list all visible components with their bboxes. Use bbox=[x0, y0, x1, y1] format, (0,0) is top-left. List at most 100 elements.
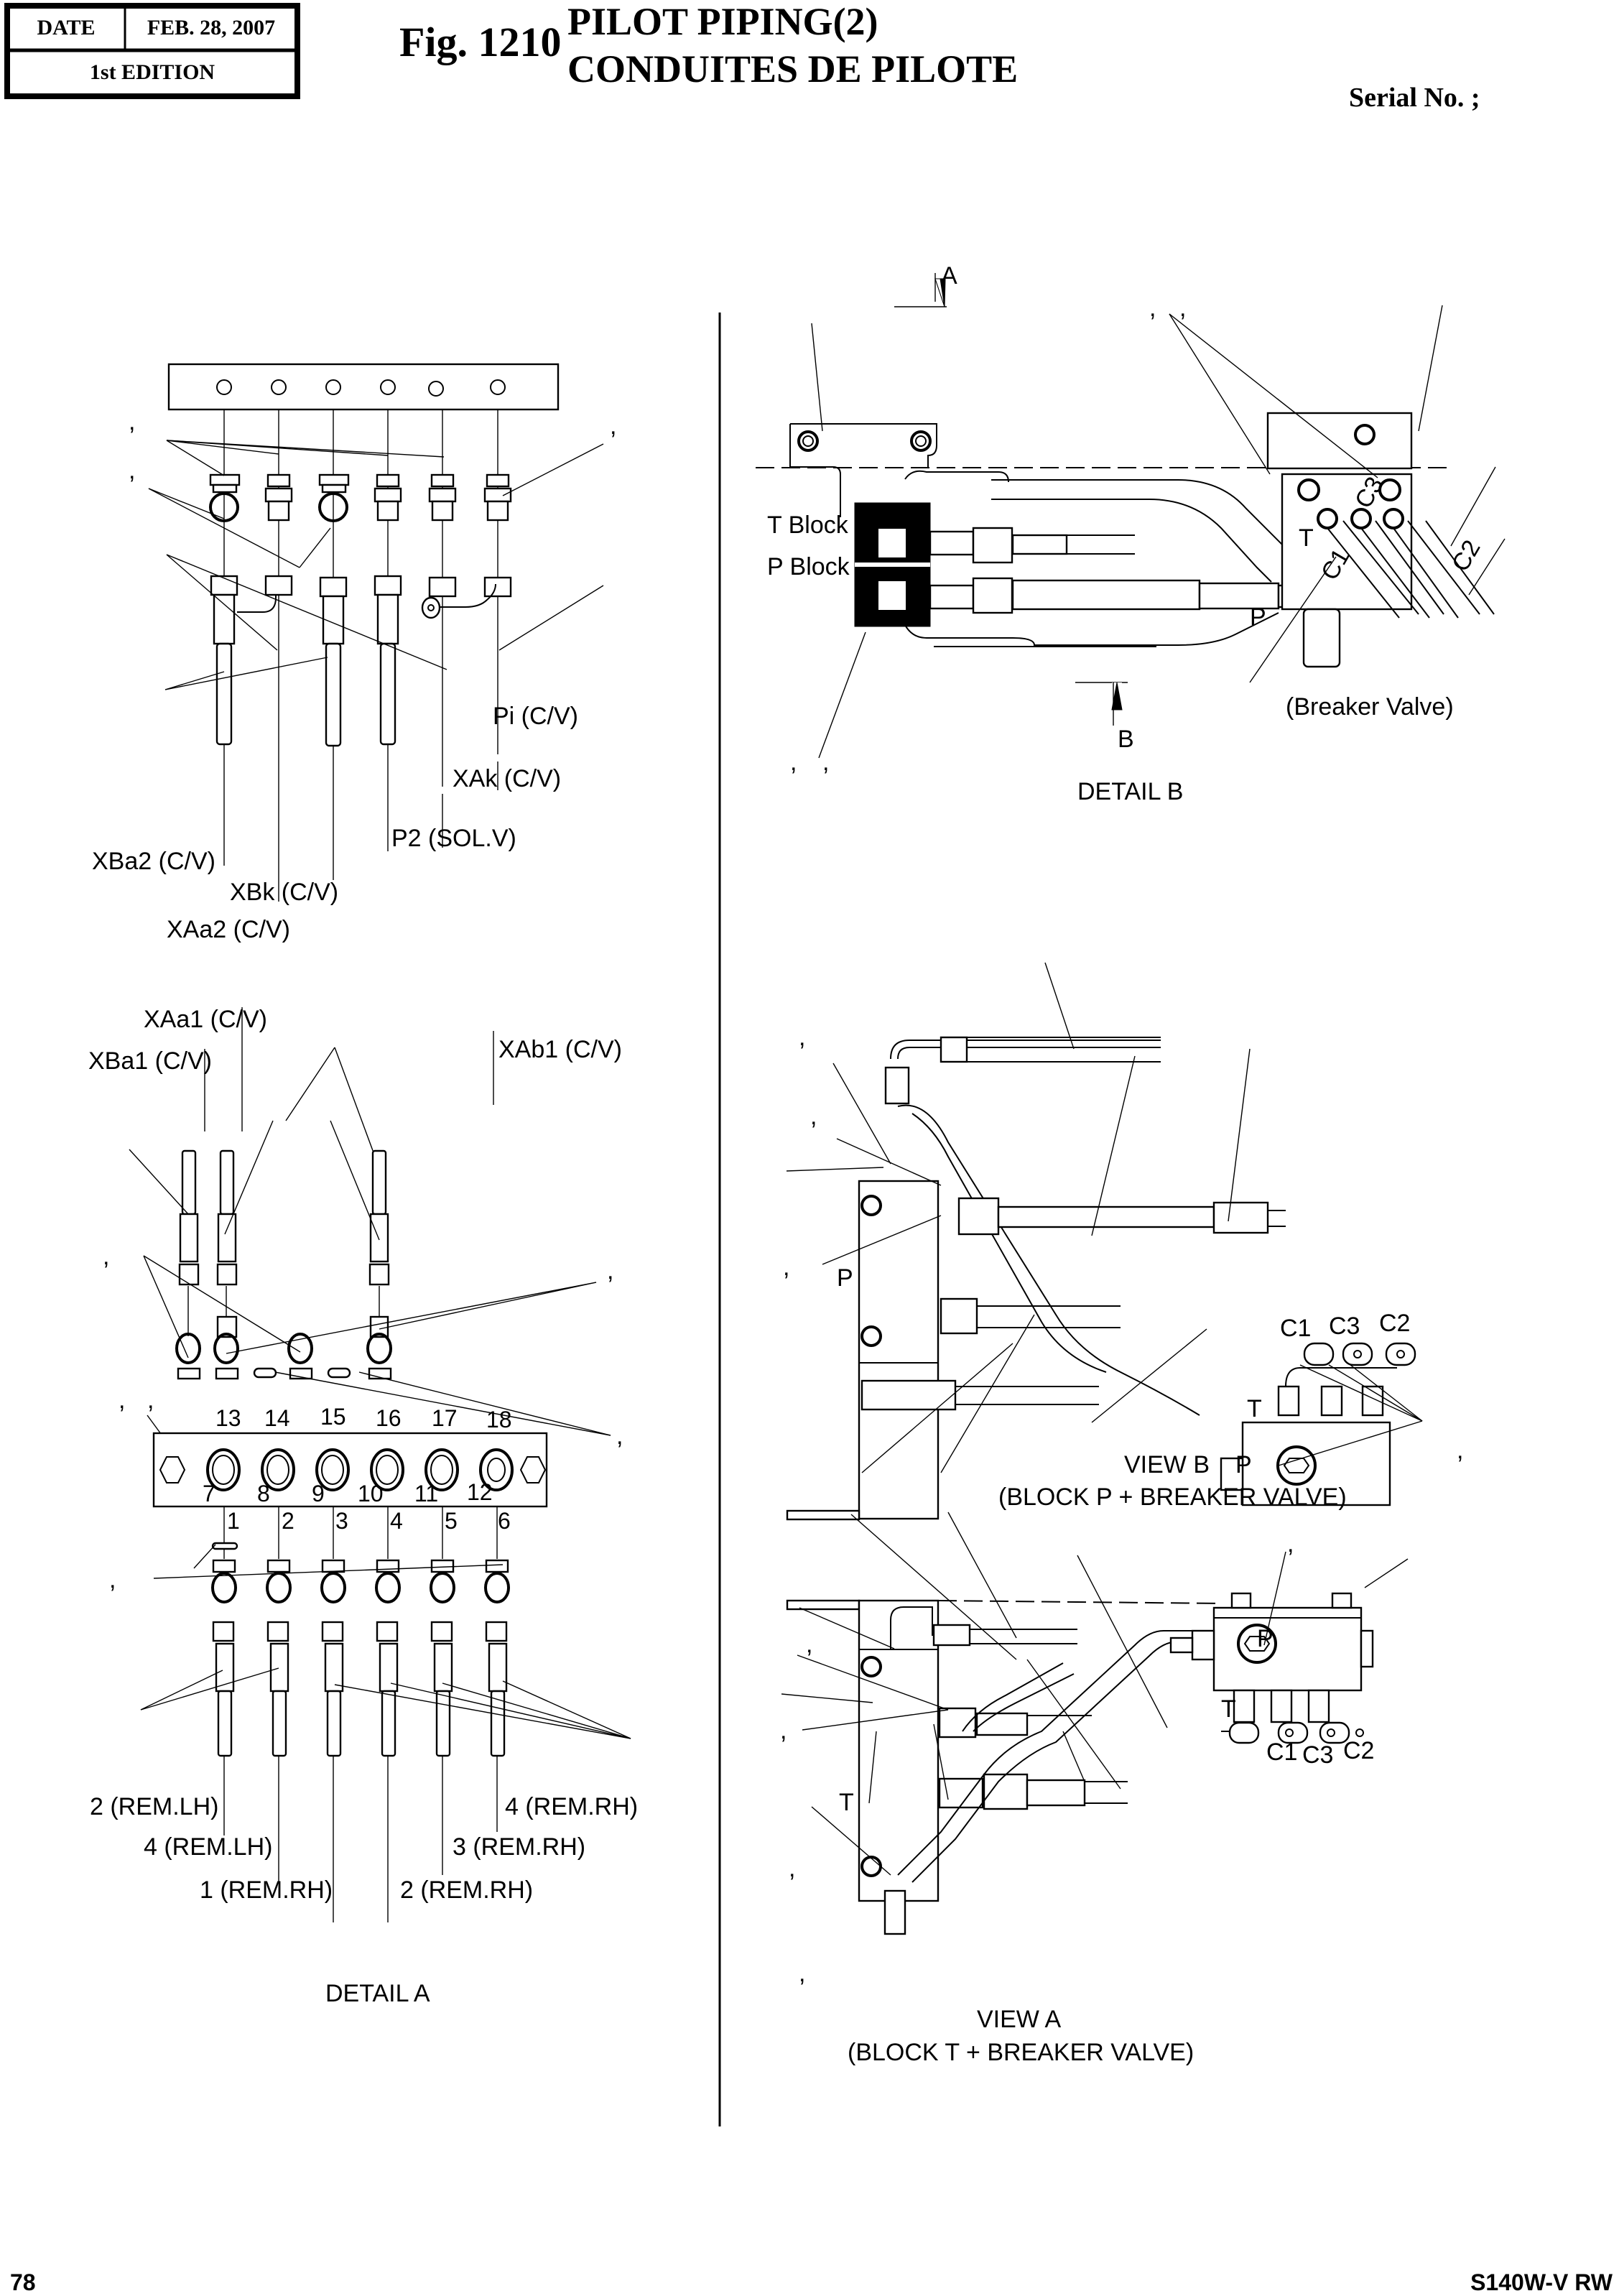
adapter-fitting-4 bbox=[374, 473, 402, 522]
callout-mark: , bbox=[616, 1422, 623, 1450]
port-number: 7 bbox=[203, 1481, 215, 1506]
callout-mark: , bbox=[799, 1024, 805, 1051]
port-number: 17 bbox=[432, 1405, 458, 1431]
label-rem-rh-3: 3 (REM.RH) bbox=[453, 1833, 585, 1861]
p-block-label: P Block bbox=[767, 553, 850, 580]
port-number: 4 bbox=[390, 1508, 403, 1534]
block-p bbox=[858, 1180, 940, 1520]
breaker-valve-ports bbox=[1317, 508, 1495, 619]
lower-hose-ends bbox=[212, 1621, 508, 1757]
leader-lines-upper bbox=[148, 440, 604, 690]
callout-mark: , bbox=[806, 1631, 812, 1658]
label-xak-cv: XAk (C/V) bbox=[453, 765, 561, 792]
detail-a-caption: DETAIL A bbox=[325, 1980, 430, 2007]
view-b-assembly: P C1 C3 C2 T P bbox=[783, 962, 1463, 1521]
view-b-port-c2: C2 bbox=[1379, 1310, 1410, 1337]
edition-label: 1st EDITION bbox=[90, 60, 215, 84]
view-a-caption-line1: VIEW A bbox=[977, 2006, 1061, 2033]
port-number: 10 bbox=[358, 1481, 384, 1506]
label-xab1-cv: XAb1 (C/V) bbox=[498, 1036, 622, 1063]
page-number: 78 bbox=[10, 2269, 36, 2295]
figure-number: Fig. 1210 bbox=[399, 19, 562, 65]
title-french: CONDUITES DE PILOTE bbox=[567, 47, 1018, 91]
callout-mark: , bbox=[799, 1960, 805, 1987]
hose-ends-row bbox=[210, 575, 512, 747]
view-b-port-t: T bbox=[1247, 1395, 1262, 1422]
label-xbk-cv: XBk (C/V) bbox=[230, 879, 338, 906]
port-number: 3 bbox=[335, 1508, 348, 1534]
view-b-port-c1: C1 bbox=[1280, 1315, 1311, 1342]
label-xba1-cv: XBa1 (C/V) bbox=[88, 1047, 212, 1075]
label-xaa1-cv: XAa1 (C/V) bbox=[144, 1006, 267, 1033]
port-number: 18 bbox=[486, 1407, 512, 1432]
port-number: 12 bbox=[467, 1479, 493, 1505]
adapter-fitting-5 bbox=[428, 473, 457, 522]
section-marker-a: A bbox=[941, 262, 957, 290]
callout-mark: , bbox=[129, 408, 135, 435]
callout-mark: , bbox=[1179, 295, 1186, 322]
callout-mark: , bbox=[607, 1257, 613, 1284]
date-label: DATE bbox=[37, 16, 95, 40]
date-edition-box: DATE FEB. 28, 2007 1st EDITION bbox=[4, 3, 300, 99]
callout-mark: , bbox=[610, 412, 616, 440]
callout-mark: , bbox=[103, 1243, 109, 1270]
label-rem-lh-2: 2 (REM.LH) bbox=[90, 1793, 218, 1820]
adapter-fittings-row bbox=[209, 473, 512, 522]
callout-mark: , bbox=[790, 749, 797, 776]
view-a-caption-line2: (BLOCK T + BREAKER VALVE) bbox=[848, 2039, 1194, 2066]
callout-mark: , bbox=[147, 1387, 154, 1414]
port-number: 11 bbox=[414, 1481, 438, 1506]
title-english: PILOT PIPING(2) bbox=[567, 0, 878, 43]
port-number: 1 bbox=[227, 1508, 240, 1534]
view-a-port-c3: C3 bbox=[1302, 1741, 1333, 1769]
elbow-fitting-3 bbox=[318, 473, 350, 522]
port-number: 9 bbox=[312, 1481, 325, 1506]
elbow-fittings-upper-row bbox=[175, 1315, 392, 1380]
manifold-front-ports bbox=[159, 1448, 547, 1491]
port-number: 13 bbox=[215, 1405, 241, 1431]
view-b-block-label: P bbox=[837, 1264, 853, 1292]
port-number: 15 bbox=[320, 1404, 346, 1430]
detail-a-upper-manifold-assembly: , , , Pi (C/V) XAk (C/V) P2 (SOL.V) XBa2… bbox=[92, 363, 616, 943]
callout-mark: , bbox=[810, 1103, 817, 1130]
date-value: FEB. 28, 2007 bbox=[147, 16, 275, 40]
callout-mark: , bbox=[109, 1566, 116, 1593]
view-a-block-label: T bbox=[839, 1789, 854, 1816]
t-block-label: T Block bbox=[767, 511, 849, 539]
manifold-front-port-numbers: 7 8 9 10 11 12 bbox=[203, 1479, 493, 1506]
block-t bbox=[858, 1599, 940, 1902]
section-marker-b: B bbox=[1118, 726, 1134, 753]
callout-mark: , bbox=[1457, 1437, 1463, 1464]
detail-b-port-p: P bbox=[1250, 603, 1266, 631]
section-arrow-b-icon bbox=[1111, 682, 1123, 710]
view-b-caption-line1: VIEW B bbox=[1124, 1451, 1210, 1478]
label-rem-rh-4: 4 (REM.RH) bbox=[505, 1793, 638, 1820]
callout-mark: , bbox=[1287, 1530, 1294, 1557]
callout-mark: , bbox=[783, 1254, 789, 1281]
callout-mark: , bbox=[822, 749, 829, 776]
o-ring bbox=[211, 1542, 238, 1550]
callout-mark: , bbox=[789, 1855, 795, 1882]
label-xaa2-cv: XAa2 (C/V) bbox=[167, 916, 290, 943]
adapter-fitting-2 bbox=[264, 473, 293, 522]
view-a-port-c2: C2 bbox=[1343, 1737, 1374, 1764]
callout-mark: , bbox=[1149, 295, 1156, 322]
breaker-valve-bracket bbox=[1266, 412, 1413, 470]
label-pi-cv: Pi (C/V) bbox=[493, 703, 578, 730]
view-a-breaker-valve bbox=[1212, 1606, 1363, 1692]
label-rem-rh-2: 2 (REM.RH) bbox=[400, 1876, 533, 1904]
upper-hose-ends bbox=[178, 1149, 390, 1286]
label-p2-solv: P2 (SOL.V) bbox=[391, 825, 516, 852]
upper-manifold-block bbox=[167, 363, 560, 411]
breaker-valve-label: (Breaker Valve) bbox=[1286, 693, 1454, 721]
breaker-valve-solenoid bbox=[1302, 608, 1341, 668]
elbow-fitting-1 bbox=[209, 473, 241, 522]
label-rem-rh-1: 1 (REM.RH) bbox=[200, 1876, 333, 1904]
label-rem-lh-4: 4 (REM.LH) bbox=[144, 1833, 272, 1861]
port-number: 14 bbox=[264, 1405, 290, 1431]
view-b-port-p: P bbox=[1235, 1451, 1252, 1478]
port-number: 2 bbox=[282, 1508, 294, 1534]
detail-b-port-t: T bbox=[1299, 524, 1314, 552]
callout-mark: , bbox=[129, 457, 135, 484]
callout-mark: , bbox=[119, 1387, 125, 1414]
